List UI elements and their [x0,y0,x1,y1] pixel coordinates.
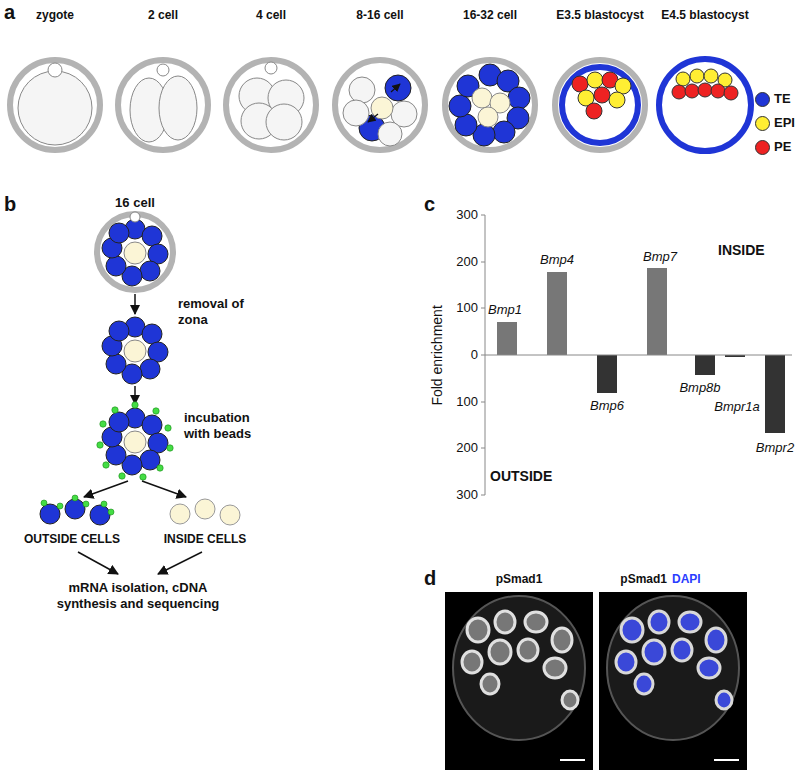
panel-letter: d [424,566,436,590]
microscopy-merge [599,592,747,770]
step-label: mRNA isolation, cDNA synthesis and seque… [38,580,238,611]
stage-label: 16-32 cell [463,8,517,22]
inside-cells [170,499,240,525]
stage-label: E4.5 blastocyst [661,8,748,22]
channel-label: pSmad1 [620,572,667,586]
legend-swatch [755,92,770,107]
panel-letter: c [424,192,435,216]
stage-label: E3.5 blastocyst [556,8,643,22]
stage-label: 2 cell [148,8,178,22]
microscopy-pSmad1 [445,592,593,770]
flow-arrow [84,481,128,497]
region-label: OUTSIDE [490,468,552,485]
two-cell-embryo [118,60,208,150]
bead-embryo [97,402,173,480]
legend-label: EPI [774,115,795,131]
group-label: INSIDE CELLS [164,532,247,546]
four-cell-embryo [226,60,316,150]
axis-tick: 200 [456,440,478,456]
stage-label: zygote [36,8,74,22]
legend-label: PE [774,139,791,155]
e35-blastocyst [555,60,645,150]
axis-tick: 100 [456,300,478,316]
outside-cells [40,495,114,525]
stage-label: 8-16 cell [356,8,403,22]
flow-arrow [134,294,136,314]
stage-label: 4 cell [256,8,286,22]
legend-swatch [755,140,770,155]
channel-label: DAPI [672,572,701,586]
panel-letter: a [4,0,15,24]
sixteen-cell-embryo [445,60,535,150]
axis-tick: 300 [456,207,478,223]
bar-label: Bmp1 [488,302,522,318]
axis-tick: 200 [456,254,478,270]
channel-label: pSmad1 [496,572,543,586]
bar-label: Bmpr1a [714,399,760,415]
axis-title: Fold enrichment [429,305,446,405]
bar-label: Bmp4 [540,252,574,268]
flow-arrow [142,481,186,497]
e45-blastocyst [659,59,751,151]
axis-tick: 0 [471,347,478,363]
bar-label: Bmp6 [590,398,624,414]
legend-label: TE [774,91,791,107]
step-label: removal of zona [178,296,253,327]
step-label: 16 cell [115,195,155,211]
bar-label: Bmp8b [679,380,720,396]
sixteen-cell-zona [97,212,173,290]
legend-swatch [755,116,770,131]
axis-tick: 300 [456,487,478,503]
flow-arrow [78,552,118,574]
eight-cell-embryo [335,60,425,150]
bar-chart [481,215,792,495]
bar-label: Bmpr2 [756,440,794,456]
zona-free-embryo [102,317,168,384]
step-label: incubation with beads [184,410,274,441]
group-label: OUTSIDE CELLS [24,532,120,546]
flow-arrow [158,552,202,574]
zygote-embryo [10,60,100,150]
flow-arrow [134,386,136,404]
axis-tick: 100 [456,394,478,410]
region-label: INSIDE [718,242,765,259]
bar-label: Bmp7 [643,249,677,265]
panel-letter: b [4,192,16,216]
